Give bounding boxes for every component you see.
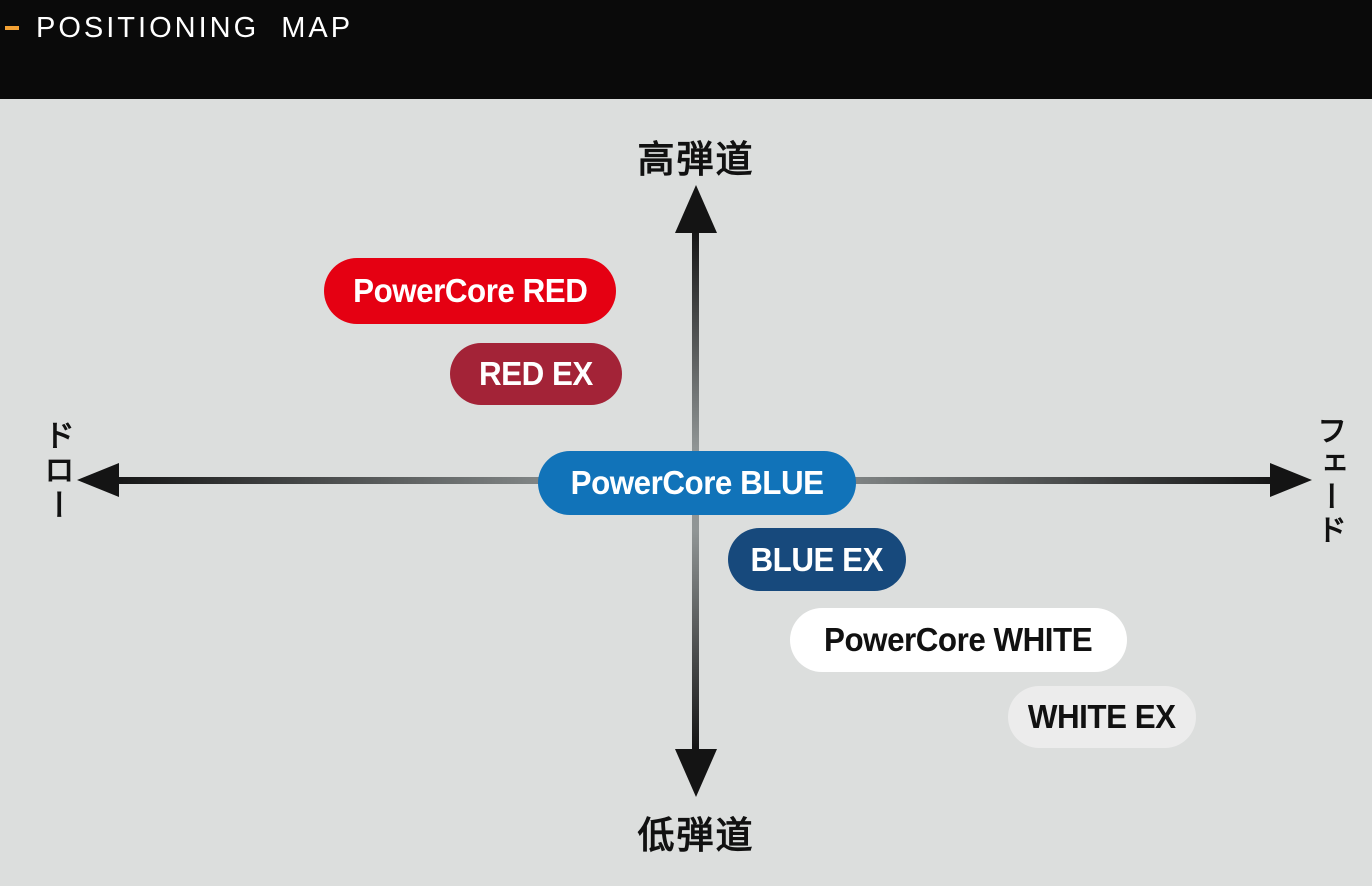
product-pill-powercore-red: PowerCore RED bbox=[324, 258, 616, 324]
product-pill-label: RED EX bbox=[479, 355, 593, 392]
axis-label-draw: ドロー bbox=[38, 419, 74, 524]
product-pill-label: PowerCore BLUE bbox=[570, 464, 824, 501]
product-pill-powercore-white: PowerCore WHITE bbox=[790, 608, 1127, 672]
page-title: POSITIONING MAP bbox=[36, 12, 354, 44]
arrow-left-icon bbox=[77, 463, 119, 497]
header-bar: POSITIONING MAP bbox=[0, 0, 1372, 99]
axis-label-low-trajectory: 低弾道 bbox=[637, 814, 755, 857]
axis-label-high-trajectory: 高弾道 bbox=[637, 138, 755, 181]
product-pill-label: WHITE EX bbox=[1028, 698, 1176, 735]
arrow-right-icon bbox=[1270, 463, 1312, 497]
product-pill-white-ex: WHITE EX bbox=[1008, 686, 1196, 748]
product-pill-blue-ex: BLUE EX bbox=[728, 528, 906, 591]
product-pill-powercore-blue: PowerCore BLUE bbox=[538, 451, 856, 515]
product-pill-label: PowerCore RED bbox=[352, 272, 588, 309]
axis-label-fade: フェード bbox=[1311, 415, 1346, 547]
product-pill-label: PowerCore WHITE bbox=[824, 621, 1093, 658]
product-pill-label: BLUE EX bbox=[750, 540, 884, 578]
product-pill-red-ex: RED EX bbox=[450, 343, 622, 405]
arrow-down-icon bbox=[675, 749, 717, 797]
arrow-up-icon bbox=[675, 185, 717, 233]
positioning-map: 高弾道 低弾道 ドロー フェード PowerCore RED RED EX Po… bbox=[0, 99, 1372, 886]
accent-dash-icon bbox=[5, 26, 19, 30]
